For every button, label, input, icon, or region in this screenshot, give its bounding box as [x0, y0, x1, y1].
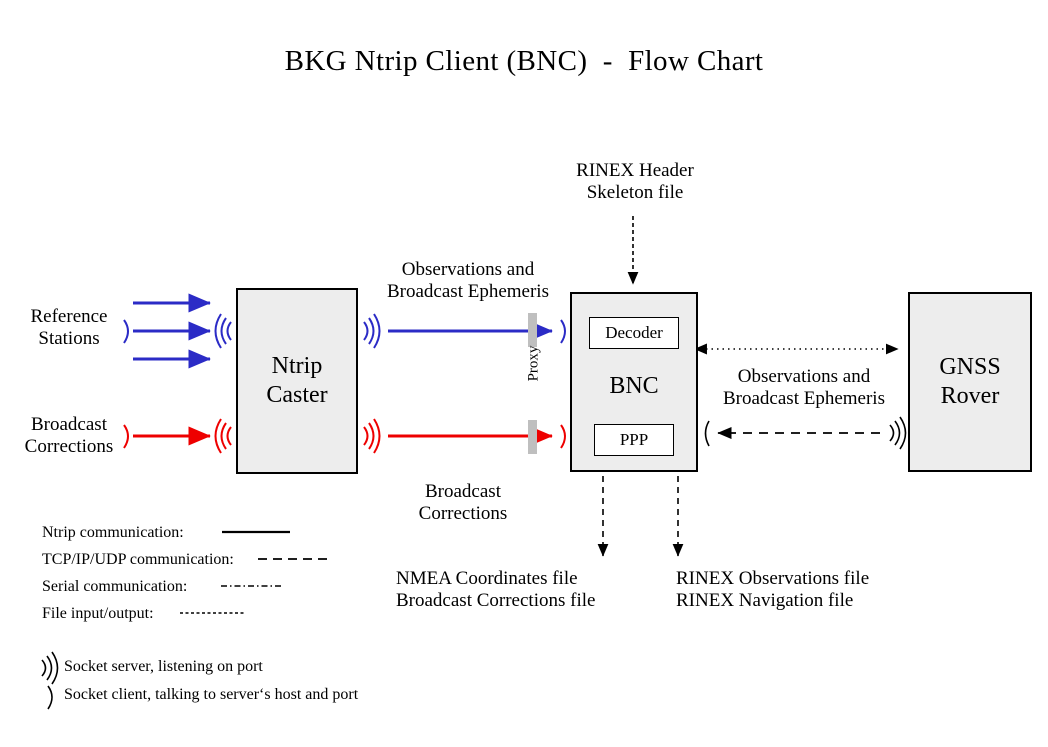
- page-title: BKG Ntrip Client (BNC) - Flow Chart: [284, 45, 764, 77]
- legend-label-tcpip-udp-communication: TCP/IP/UDP communication:: [42, 551, 234, 568]
- socket-client-icon-bnc-observations: [560, 319, 566, 344]
- edge-caster-to-bnc-corrections: [388, 424, 566, 449]
- socket-server-icon-caster-out-blue: [363, 313, 381, 349]
- socket-server-icon-caster-in-blue: [214, 313, 232, 349]
- node-bnc-label: BNC: [609, 373, 659, 399]
- legend-label-ntrip-communication: Ntrip communication:: [42, 524, 184, 541]
- socket-server-icon-caster-out-red: [363, 418, 381, 454]
- legend-label-file-input-output: File input/output:: [42, 605, 154, 622]
- edge-reference-stations-to-caster: [133, 293, 211, 369]
- proxy-bar-top: [528, 313, 537, 347]
- proxy-bar-bottom: [528, 420, 537, 454]
- legend-label-serial-communication: Serial communication:: [42, 578, 188, 595]
- edge-rover-to-bnc-tcp: [704, 416, 907, 450]
- legend-label-socket-server: Socket server, listening on port: [64, 658, 263, 675]
- node-ntrip-caster[interactable]: Ntrip Caster: [236, 288, 358, 474]
- node-bnc-ppp[interactable]: PPP: [594, 424, 674, 456]
- socket-client-icon-bnc-corrections: [560, 424, 566, 449]
- proxy-label: Proxy: [525, 345, 542, 382]
- node-bnc-decoder[interactable]: Decoder: [589, 317, 679, 349]
- node-gnss-rover-label: GNSS Rover: [939, 353, 1001, 409]
- socket-server-icon-legend: [41, 651, 59, 685]
- socket-server-icon-caster-in-red: [214, 418, 232, 454]
- socket-client-icon-legend: [47, 685, 53, 710]
- socket-server-icon-rover: [889, 416, 907, 450]
- node-gnss-rover[interactable]: GNSS Rover: [908, 292, 1032, 472]
- legend-label-socket-client: Socket client, talking to server‘s host …: [64, 686, 359, 703]
- node-ntrip-caster-label: Ntrip Caster: [266, 352, 328, 408]
- socket-client-icon-ref-stations: [123, 319, 129, 344]
- socket-client-icon-bnc-rover: [704, 420, 710, 447]
